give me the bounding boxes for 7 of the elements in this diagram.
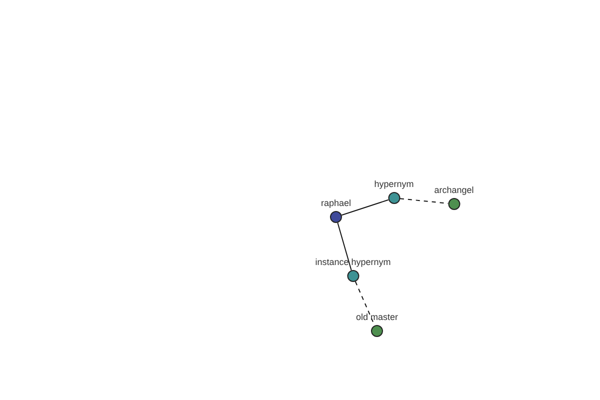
node-label: old master: [356, 312, 398, 323]
connector-line: [337, 222, 352, 271]
node-label: hypernym: [374, 179, 414, 190]
node-label: archangel: [434, 185, 474, 196]
node-label: raphael: [320, 198, 352, 209]
node-label: instance hypernym: [315, 257, 391, 268]
connector-line: [341, 199, 389, 216]
